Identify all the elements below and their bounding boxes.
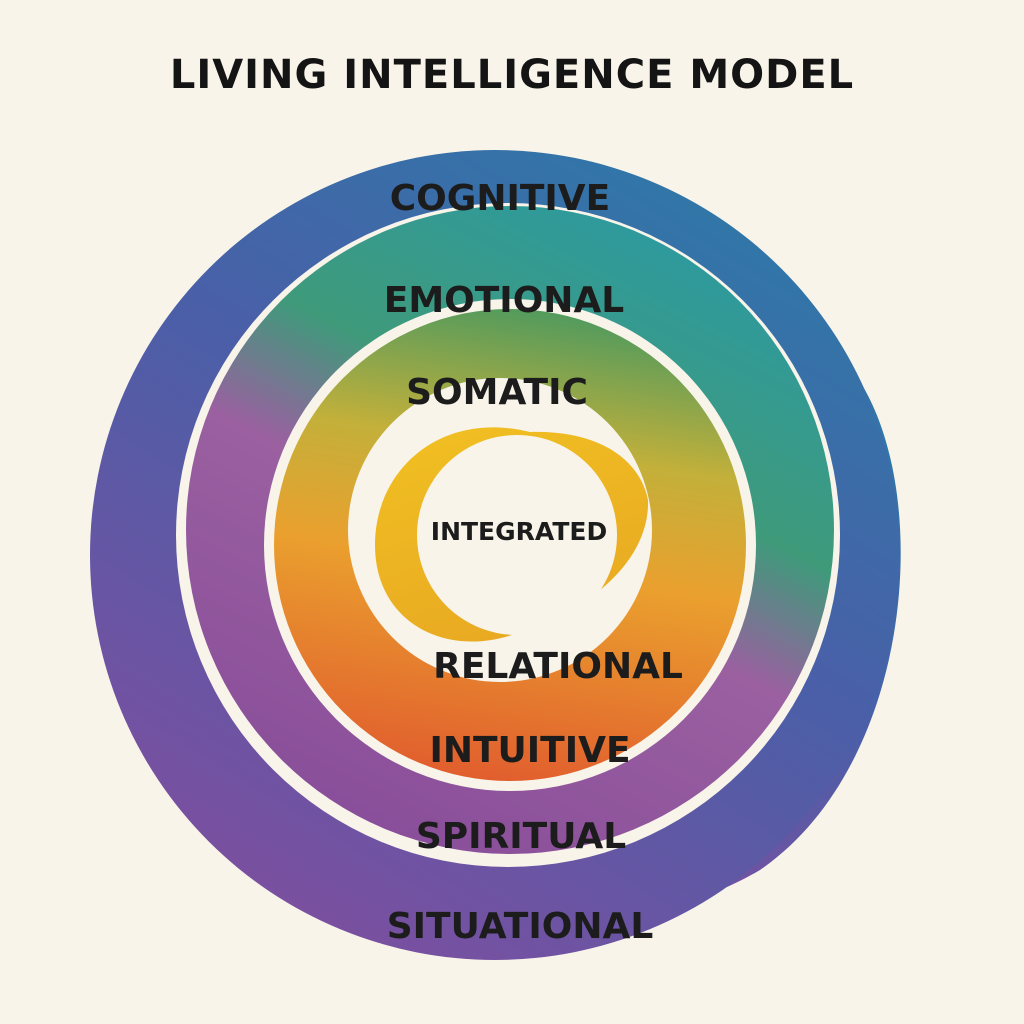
- label-spiritual: SPIRITUAL: [416, 816, 626, 857]
- label-integrated: INTEGRATED: [431, 517, 607, 546]
- label-somatic: SOMATIC: [406, 372, 588, 413]
- diagram-title: LIVING INTELLIGENCE MODEL: [169, 52, 855, 98]
- integrated-center: [417, 435, 617, 635]
- label-emotional: EMOTIONAL: [384, 280, 625, 321]
- label-intuitive: INTUITIVE: [429, 730, 630, 771]
- label-cognitive: COGNITIVE: [390, 178, 611, 219]
- label-situational: SITUATIONAL: [387, 906, 654, 947]
- label-relational: RELATIONAL: [433, 646, 683, 687]
